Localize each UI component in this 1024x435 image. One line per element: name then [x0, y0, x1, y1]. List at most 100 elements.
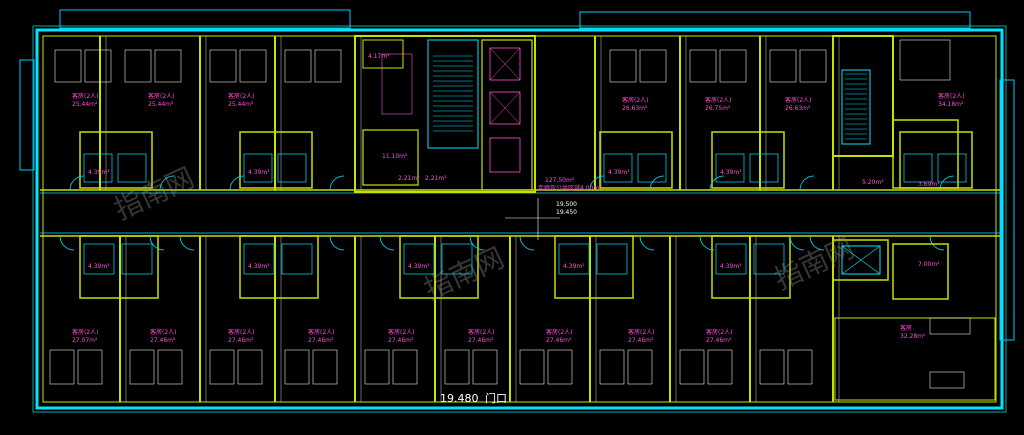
door-arc-bottom	[149, 235, 165, 251]
bed	[639, 49, 667, 83]
bathroom-top	[711, 131, 785, 189]
bathroom-top	[239, 131, 313, 189]
room-label: 25.44m²	[228, 101, 254, 108]
door-arc-top	[799, 175, 815, 191]
room-label: 34.18m²	[938, 101, 964, 108]
shower-tray	[749, 153, 779, 183]
door-arc-bottom	[639, 235, 655, 251]
room-label: 27.46m²	[546, 337, 572, 344]
bath-label: 4.39m²	[608, 169, 630, 176]
bed	[157, 349, 183, 385]
room-label: 26.63m²	[622, 105, 648, 112]
door-arc-bottom	[59, 235, 75, 251]
sofa	[929, 317, 971, 335]
bed	[284, 49, 312, 83]
room-label: 客房(2人)	[150, 328, 177, 336]
bed	[312, 349, 338, 385]
bathroom-bottom	[554, 235, 634, 299]
bed	[239, 49, 267, 83]
shower-tray	[281, 243, 313, 275]
shower-tray	[903, 153, 933, 183]
room-label: 客房(2人)	[622, 96, 649, 104]
bed	[547, 349, 573, 385]
door-arc-top	[69, 175, 85, 191]
room-label: 客房	[900, 324, 912, 332]
bath-label: 4.39m²	[563, 263, 585, 270]
room-label: 26.63m²	[785, 105, 811, 112]
bath-label: 4.39m²	[408, 263, 430, 270]
room-label: 26.75m²	[705, 105, 731, 112]
bathroom-bottom	[79, 235, 159, 299]
bathroom-top	[79, 131, 153, 189]
door-arc-top	[229, 175, 245, 191]
bathroom-top	[899, 131, 973, 189]
door-label: 门口	[485, 391, 507, 405]
shower-tray	[937, 153, 967, 183]
door-arc-bottom	[809, 235, 825, 251]
bath-label: 4.39m²	[248, 263, 270, 270]
shower-tray	[558, 243, 590, 275]
room-labels: 客房(2人)25.44m²客房(2人)25.44m²客房(2人)25.44m²客…	[72, 53, 965, 344]
core-label: 127.50m²	[545, 177, 575, 184]
bed	[209, 49, 237, 83]
room-label: 32.28m²	[900, 333, 926, 340]
bath-label: 4.39m²	[88, 263, 110, 270]
shower-tray	[596, 243, 628, 275]
door-arcs	[59, 175, 955, 251]
room-label: 27.46m²	[706, 337, 732, 344]
watermark-text-2: 指南网	[419, 241, 509, 306]
room-label: 客房(2人)	[705, 96, 732, 104]
core-label: 2.21m²	[398, 175, 420, 182]
room-label: 客房(2人)	[628, 328, 655, 336]
bed	[627, 349, 653, 385]
room-label: 客房(2人)	[785, 96, 812, 104]
shower-tray	[83, 243, 115, 275]
stair-core	[354, 35, 536, 193]
shower-tray	[243, 243, 275, 275]
door-arc-bottom	[519, 235, 535, 251]
bed	[769, 49, 797, 83]
room-label: 27.07m²	[72, 337, 98, 344]
core-label: 走廊及公共区域4.00m²	[538, 184, 602, 192]
bed	[799, 49, 827, 83]
bed	[519, 349, 545, 385]
bed	[129, 349, 155, 385]
door-arc-bottom	[699, 235, 715, 251]
door-arc-top	[649, 175, 665, 191]
room-label: 客房(2人)	[148, 92, 175, 100]
core-label: 5.20m²	[862, 179, 884, 186]
room-label: 27.46m²	[228, 337, 254, 344]
bed	[707, 349, 733, 385]
room-label: 客房(2人)	[388, 328, 415, 336]
shower-tray	[753, 243, 785, 275]
shower-tray	[83, 153, 113, 183]
door-arc-bottom	[789, 235, 805, 251]
room-label: 客房(2人)	[228, 92, 255, 100]
bed	[124, 49, 152, 83]
shower-tray	[715, 153, 745, 183]
room-label: 客房(2人)	[706, 328, 733, 336]
bed	[364, 349, 390, 385]
shower-tray	[637, 153, 667, 183]
bathroom-bottom	[239, 235, 319, 299]
bath-label: 4.39m²	[248, 169, 270, 176]
shower-tray	[121, 243, 153, 275]
bed	[392, 349, 418, 385]
elevation-marks: 19.500 19.450 19.480 门口	[440, 198, 577, 405]
shower-tray	[403, 243, 435, 275]
room-label: 25.44m²	[72, 101, 98, 108]
bed	[899, 39, 951, 81]
bed	[719, 49, 747, 83]
room-label: 客房(2人)	[72, 92, 99, 100]
bed	[314, 49, 342, 83]
door-arc-top	[589, 175, 605, 191]
bed	[689, 49, 717, 83]
shower-tray	[243, 153, 273, 183]
door-arc-bottom	[329, 235, 345, 251]
bathroom-bottom	[711, 235, 791, 299]
room-label: 客房(2人)	[468, 328, 495, 336]
bed	[787, 349, 813, 385]
door-arc-bottom	[179, 235, 195, 251]
bath-label: 4.39m²	[720, 263, 742, 270]
